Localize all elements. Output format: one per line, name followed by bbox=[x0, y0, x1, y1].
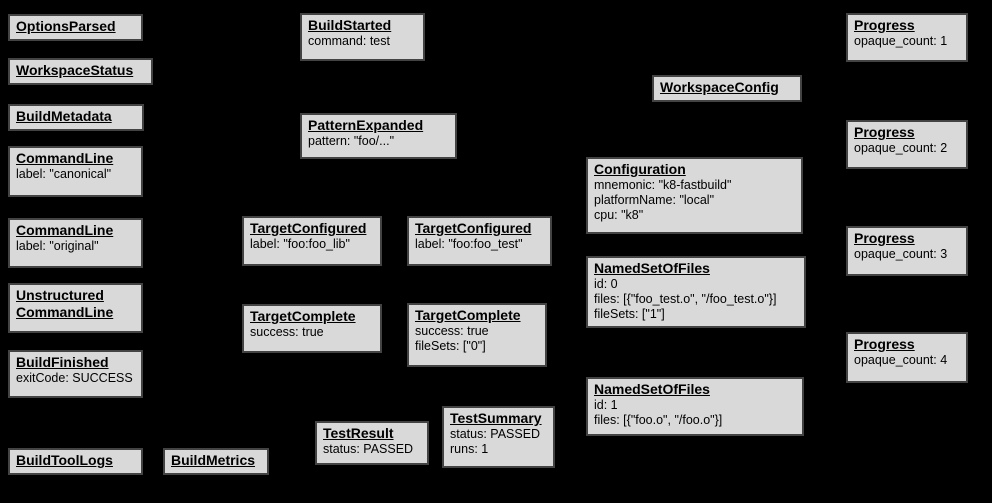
event-field: label: "original" bbox=[16, 238, 99, 253]
event-title: PatternExpanded bbox=[308, 117, 424, 133]
event-title: TestResult bbox=[323, 425, 394, 441]
event-field: pattern: "foo/..." bbox=[308, 133, 395, 148]
event-field: success: true bbox=[415, 323, 489, 338]
event-title: WorkspaceConfig bbox=[660, 79, 779, 95]
event-title: CommandLine bbox=[16, 150, 114, 166]
event-node: WorkspaceConfig bbox=[652, 75, 802, 102]
event-title: Progress bbox=[854, 336, 915, 352]
event-title: NamedSetOfFiles bbox=[594, 260, 710, 276]
event-field: files: [{"foo.o", "/foo.o"}] bbox=[594, 412, 723, 427]
event-title: TargetConfigured bbox=[250, 220, 367, 236]
event-title: Configuration bbox=[594, 161, 686, 177]
event-title: NamedSetOfFiles bbox=[594, 381, 710, 397]
event-title: TestSummary bbox=[450, 410, 542, 426]
event-field: opaque_count: 3 bbox=[854, 246, 948, 261]
event-field: success: true bbox=[250, 324, 324, 339]
event-node: BuildToolLogs bbox=[8, 448, 143, 475]
event-title: TargetComplete bbox=[415, 307, 521, 323]
event-field: label: "foo:foo_lib" bbox=[250, 236, 350, 251]
event-title: BuildStarted bbox=[308, 17, 392, 33]
event-field: exitCode: SUCCESS bbox=[16, 370, 133, 385]
event-field: status: PASSED bbox=[450, 426, 541, 441]
event-node: Unstructured CommandLine bbox=[8, 283, 143, 333]
event-field: label: "foo:foo_test" bbox=[415, 236, 523, 251]
event-title: TargetConfigured bbox=[415, 220, 532, 236]
event-field: status: PASSED bbox=[323, 441, 414, 456]
event-field: files: [{"foo_test.o", "/foo_test.o"}] bbox=[594, 291, 777, 306]
event-title: Progress bbox=[854, 17, 915, 33]
event-field: id: 0 bbox=[594, 276, 618, 291]
event-title: CommandLine bbox=[16, 222, 114, 238]
event-field: cpu: "k8" bbox=[594, 208, 644, 223]
event-node: WorkspaceStatus bbox=[8, 58, 153, 85]
event-title: WorkspaceStatus bbox=[16, 62, 134, 78]
event-field: label: "canonical" bbox=[16, 166, 112, 181]
event-field: platformName: "local" bbox=[594, 192, 715, 207]
event-field: opaque_count: 2 bbox=[854, 140, 948, 155]
event-title: BuildFinished bbox=[16, 354, 109, 370]
event-title: Progress bbox=[854, 230, 915, 246]
event-field: mnemonic: "k8-fastbuild" bbox=[594, 177, 732, 192]
event-title: Unstructured CommandLine bbox=[16, 287, 114, 320]
event-title: Progress bbox=[854, 124, 915, 140]
event-field: opaque_count: 4 bbox=[854, 352, 948, 367]
event-field: command: test bbox=[308, 33, 390, 48]
event-field: fileSets: ["0"] bbox=[415, 338, 486, 353]
event-field: id: 1 bbox=[594, 397, 618, 412]
event-title: BuildMetadata bbox=[16, 108, 112, 124]
event-title: BuildToolLogs bbox=[16, 452, 113, 468]
event-title: OptionsParsed bbox=[16, 18, 116, 34]
event-field: runs: 1 bbox=[450, 441, 489, 456]
event-field: opaque_count: 1 bbox=[854, 33, 948, 48]
event-node: BuildMetrics bbox=[163, 448, 269, 475]
event-node: BuildMetadata bbox=[8, 104, 144, 131]
event-field: fileSets: ["1"] bbox=[594, 307, 665, 322]
event-title: BuildMetrics bbox=[171, 452, 256, 468]
event-title: TargetComplete bbox=[250, 308, 356, 324]
event-node: OptionsParsed bbox=[8, 14, 143, 41]
